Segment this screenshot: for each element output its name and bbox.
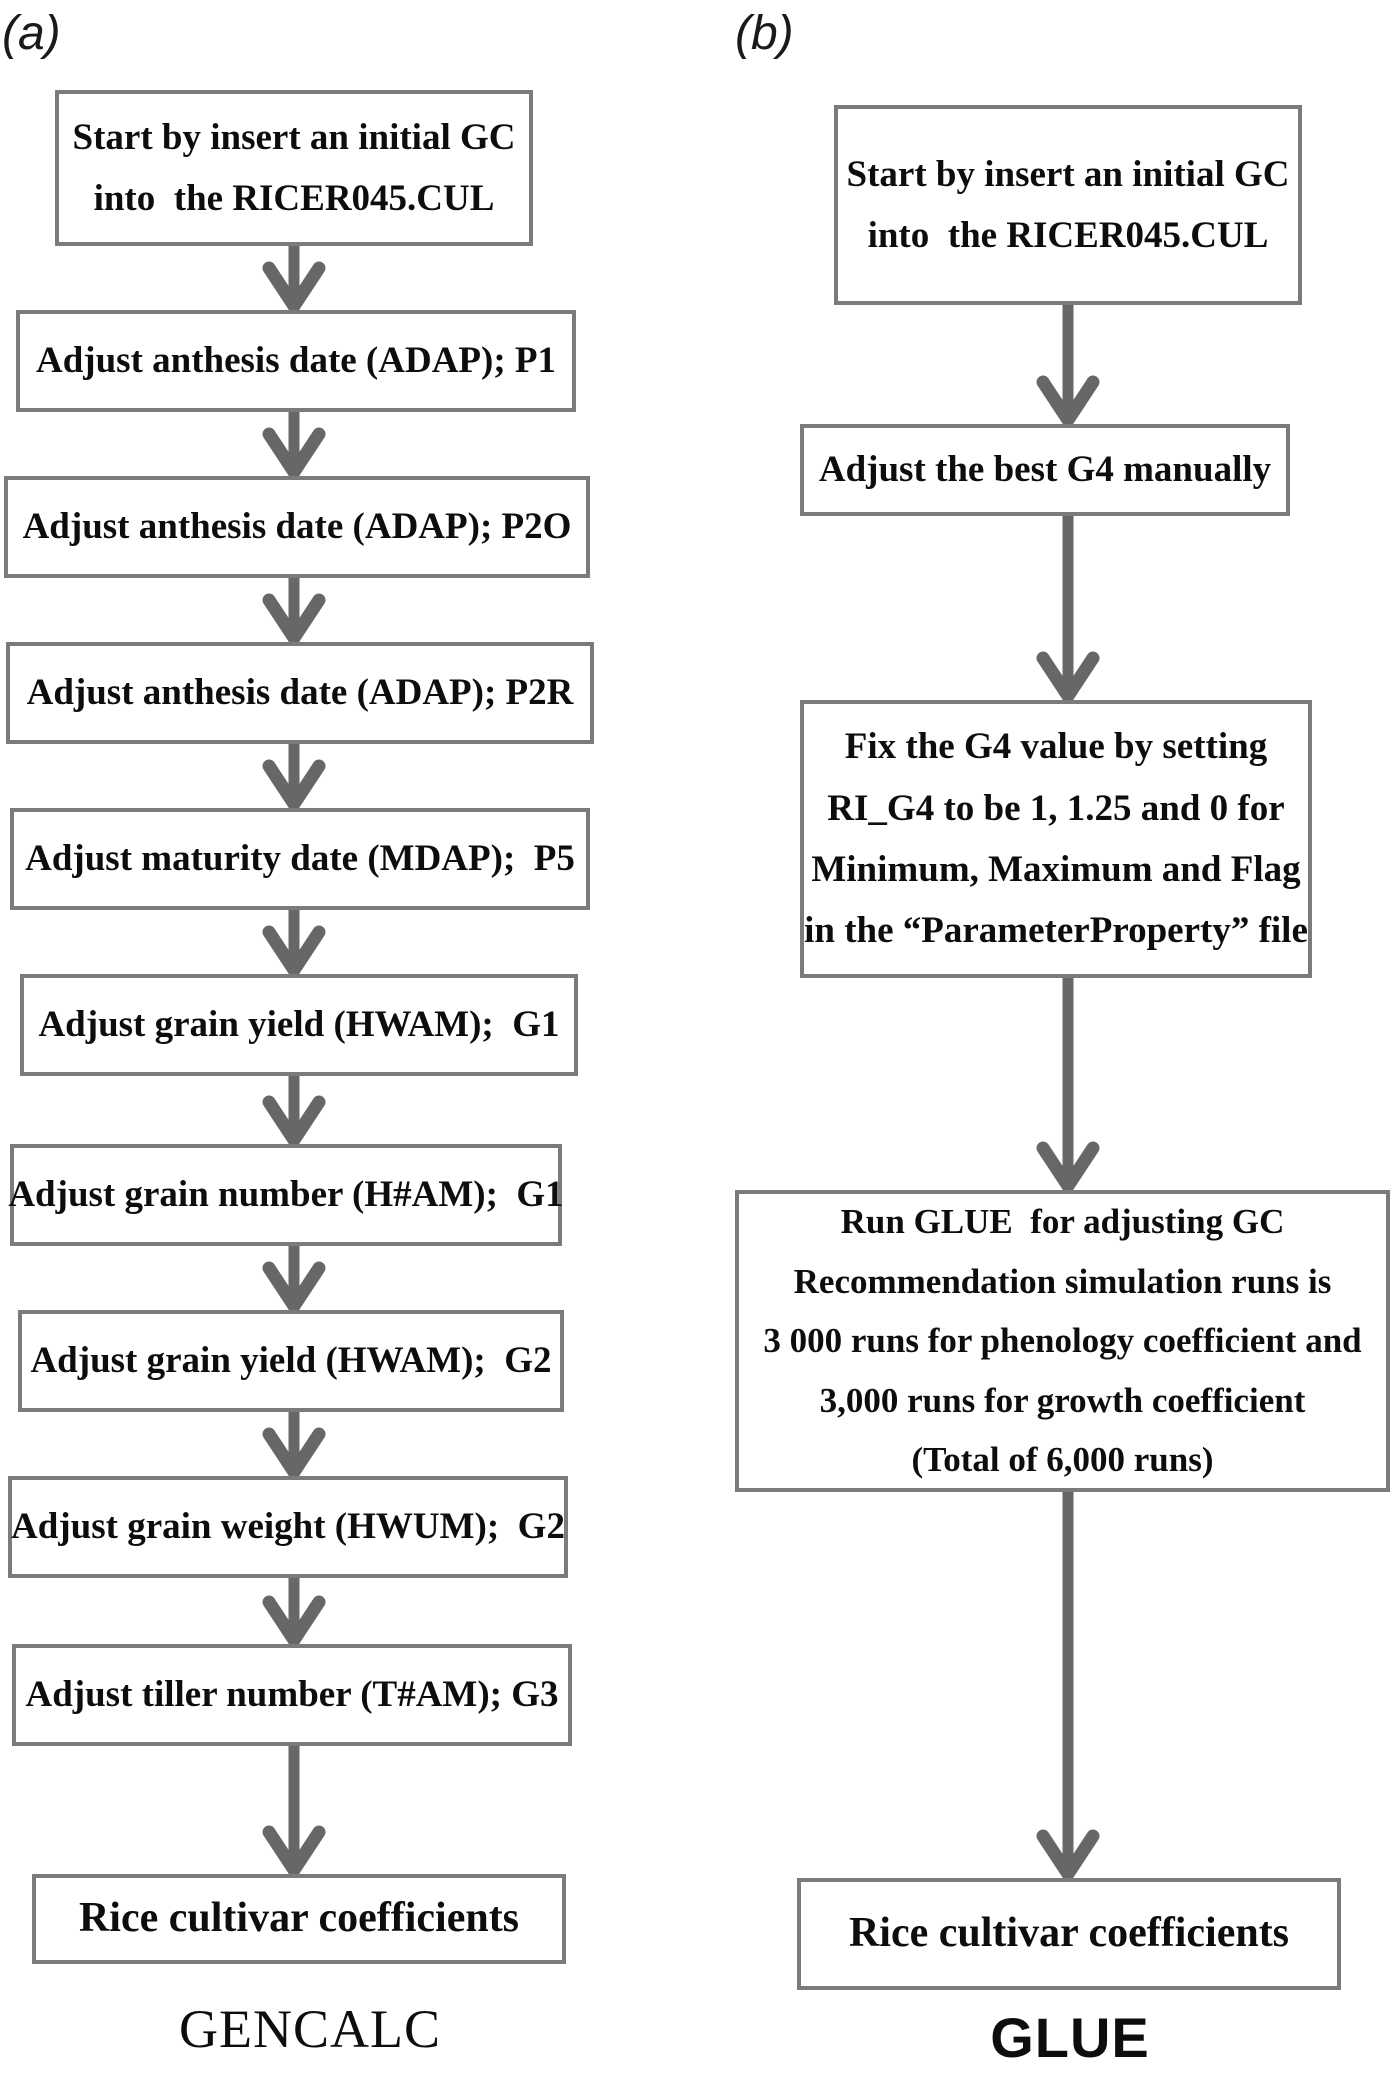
flow-step-a-hwam-g2: Adjust grain yield (HWAM); G2 bbox=[18, 1310, 564, 1412]
flow-step-a-adap-p2o: Adjust anthesis date (ADAP); P2O bbox=[4, 476, 590, 578]
arrow-down-icon bbox=[262, 1412, 326, 1476]
panel-a-title: GENCALC bbox=[179, 1999, 441, 2059]
flow-step-b-adjust-g4: Adjust the best G4 manually bbox=[800, 424, 1290, 516]
arrow-down-icon bbox=[262, 744, 326, 808]
arrow-down-icon bbox=[262, 910, 326, 974]
arrow-down-icon bbox=[262, 578, 326, 642]
arrow-down-icon bbox=[1036, 978, 1100, 1190]
panel-b-title: GLUE bbox=[990, 2006, 1150, 2069]
arrow-down-icon bbox=[1036, 305, 1100, 424]
flow-step-a-tnam-g3: Adjust tiller number (T#AM); G3 bbox=[12, 1644, 572, 1746]
arrow-down-icon bbox=[1036, 1492, 1100, 1878]
arrow-down-icon bbox=[1036, 516, 1100, 700]
flow-step-b-start: Start by insert an initial GC into the R… bbox=[834, 105, 1302, 305]
flow-step-a-adap-p2r: Adjust anthesis date (ADAP); P2R bbox=[6, 642, 594, 744]
flow-step-a-hnam-g1: Adjust grain number (H#AM); G1 bbox=[8, 1144, 564, 1246]
arrow-down-icon bbox=[262, 1246, 326, 1310]
arrow-down-icon bbox=[262, 246, 326, 310]
flow-step-a-result: Rice cultivar coefficients bbox=[32, 1874, 566, 1964]
flow-step-a-adap-p1: Adjust anthesis date (ADAP); P1 bbox=[16, 310, 576, 412]
arrow-down-icon bbox=[262, 1578, 326, 1644]
arrow-down-icon bbox=[262, 412, 326, 476]
flow-step-a-hwam-g1: Adjust grain yield (HWAM); G1 bbox=[20, 974, 578, 1076]
arrow-down-icon bbox=[262, 1746, 326, 1874]
flow-step-b-fix-g4: Fix the G4 value by setting RI_G4 to be … bbox=[800, 700, 1312, 978]
flow-step-a-start: Start by insert an initial GC into the R… bbox=[55, 90, 533, 246]
flow-step-a-mdap-p5: Adjust maturity date (MDAP); P5 bbox=[10, 808, 590, 910]
flow-step-b-result: Rice cultivar coefficients bbox=[797, 1878, 1341, 1990]
flow-step-a-hwum-g2: Adjust grain weight (HWUM); G2 bbox=[8, 1476, 568, 1578]
flow-step-b-run-glue: Run GLUE for adjusting GC Recommendation… bbox=[735, 1190, 1390, 1492]
arrow-down-icon bbox=[262, 1076, 326, 1144]
panel-a-label: (a) bbox=[2, 7, 61, 60]
panel-b-label: (b) bbox=[735, 7, 794, 60]
